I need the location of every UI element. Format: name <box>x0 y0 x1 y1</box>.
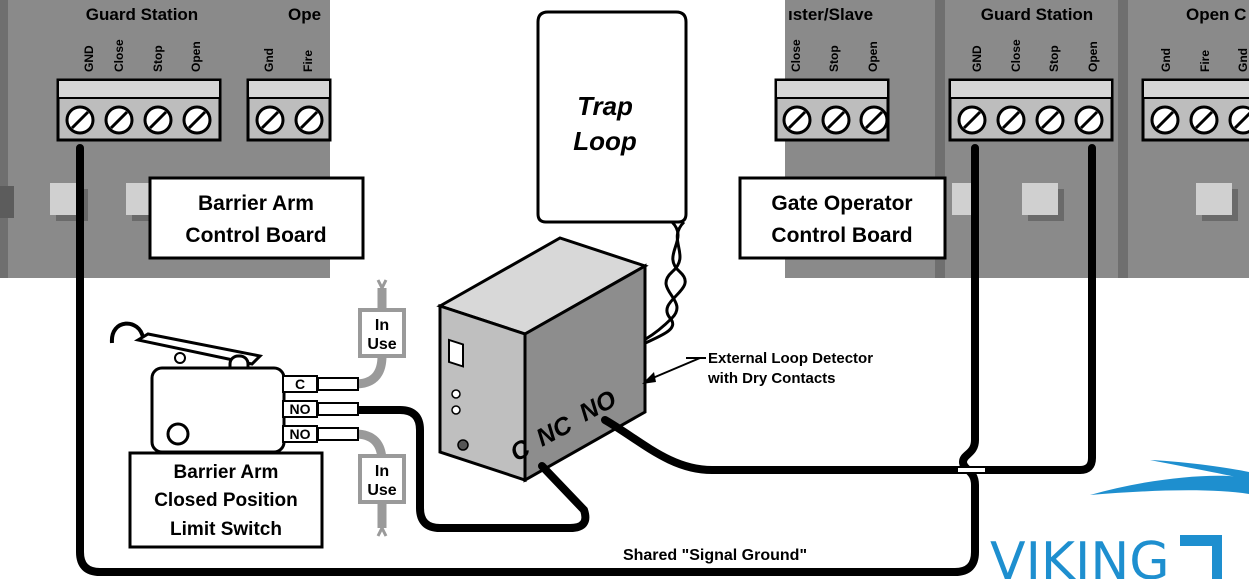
trap-loop: Trap Loop <box>536 10 688 358</box>
svg-text:Gate Operator: Gate Operator <box>771 192 912 215</box>
svg-text:Fire: Fire <box>1198 50 1212 72</box>
svg-text:Close: Close <box>789 39 803 72</box>
screw-icon <box>65 105 95 135</box>
screw-icon <box>996 105 1026 135</box>
signal-ground-label: Shared "Signal Ground" <box>623 547 807 564</box>
svg-text:Stop: Stop <box>1047 45 1061 72</box>
header-open: Open C <box>1186 5 1246 24</box>
detector-callout: External Loop Detector with Dry Contacts <box>642 350 873 387</box>
limit-switch: C NO NO Barrier Arm Closed Position Limi… <box>109 321 359 549</box>
svg-text:In: In <box>375 463 389 480</box>
gate-operator-board-label <box>738 176 947 260</box>
barrier-arm-control-board: Guard Station Ope GND Close Stop Open Gn… <box>0 0 365 278</box>
screw-icon <box>294 105 324 135</box>
svg-text:Limit Switch: Limit Switch <box>170 519 282 540</box>
in-use-wires: In Use In Use <box>354 279 406 537</box>
external-loop-detector: C NC NO <box>436 236 649 483</box>
terminal-label-stop: Stop <box>151 45 165 72</box>
header-guard-station: Guard Station <box>981 5 1093 24</box>
svg-text:Open: Open <box>1086 41 1100 72</box>
svg-text:Control Board: Control Board <box>771 224 912 247</box>
terminal-label-gnd: GND <box>82 45 96 72</box>
barrier-arm-board-label <box>148 176 365 260</box>
screw-icon <box>1035 105 1065 135</box>
svg-text:Barrier Arm: Barrier Arm <box>198 192 314 215</box>
black-wires <box>76 144 1096 576</box>
svg-text:Use: Use <box>367 482 396 499</box>
svg-text:with Dry Contacts: with Dry Contacts <box>707 370 836 387</box>
svg-text:Trap: Trap <box>577 91 633 121</box>
svg-text:NO: NO <box>290 401 311 417</box>
terminal-label-fire: Fire <box>301 50 315 72</box>
svg-text:Stop: Stop <box>827 45 841 72</box>
screw-icon <box>143 105 173 135</box>
svg-text:Open: Open <box>866 41 880 72</box>
svg-text:Gnd: Gnd <box>1159 48 1173 72</box>
svg-text:Gnd: Gnd <box>1236 48 1249 72</box>
screw-icon <box>957 105 987 135</box>
svg-text:Use: Use <box>367 336 396 353</box>
svg-text:Close: Close <box>1009 39 1023 72</box>
svg-text:Control Board: Control Board <box>185 224 326 247</box>
svg-text:VIKING: VIKING <box>990 532 1170 579</box>
screw-icon <box>182 105 212 135</box>
svg-text:Loop: Loop <box>573 126 637 156</box>
viking-logo: VIKING <box>990 460 1249 579</box>
header-open: Ope <box>288 5 321 24</box>
svg-text:External Loop Detector: External Loop Detector <box>708 350 873 367</box>
header-guard-station: Guard Station <box>86 5 198 24</box>
gate-operator-control-board: ıster/Slave Guard Station Open C Close S… <box>738 0 1249 278</box>
screw-icon <box>859 105 889 135</box>
terminal-label-close: Close <box>112 39 126 72</box>
svg-text:Closed Position: Closed Position <box>154 490 298 511</box>
screw-icon <box>1150 105 1180 135</box>
screw-icon <box>1074 105 1104 135</box>
svg-text:C: C <box>295 376 305 392</box>
terminal-label-open: Open <box>189 41 203 72</box>
screw-icon <box>255 105 285 135</box>
header-master-slave: ıster/Slave <box>788 5 873 24</box>
screw-icon <box>782 105 812 135</box>
screw-icon <box>104 105 134 135</box>
svg-text:Barrier Arm: Barrier Arm <box>174 462 279 483</box>
screw-icon <box>1189 105 1219 135</box>
svg-text:GND: GND <box>970 45 984 72</box>
svg-text:In: In <box>375 317 389 334</box>
screw-icon <box>821 105 851 135</box>
limit-switch-label <box>128 451 324 549</box>
terminal-label-gnd2: Gnd <box>262 48 276 72</box>
svg-text:NO: NO <box>290 426 311 442</box>
screw-icon <box>1228 105 1249 135</box>
